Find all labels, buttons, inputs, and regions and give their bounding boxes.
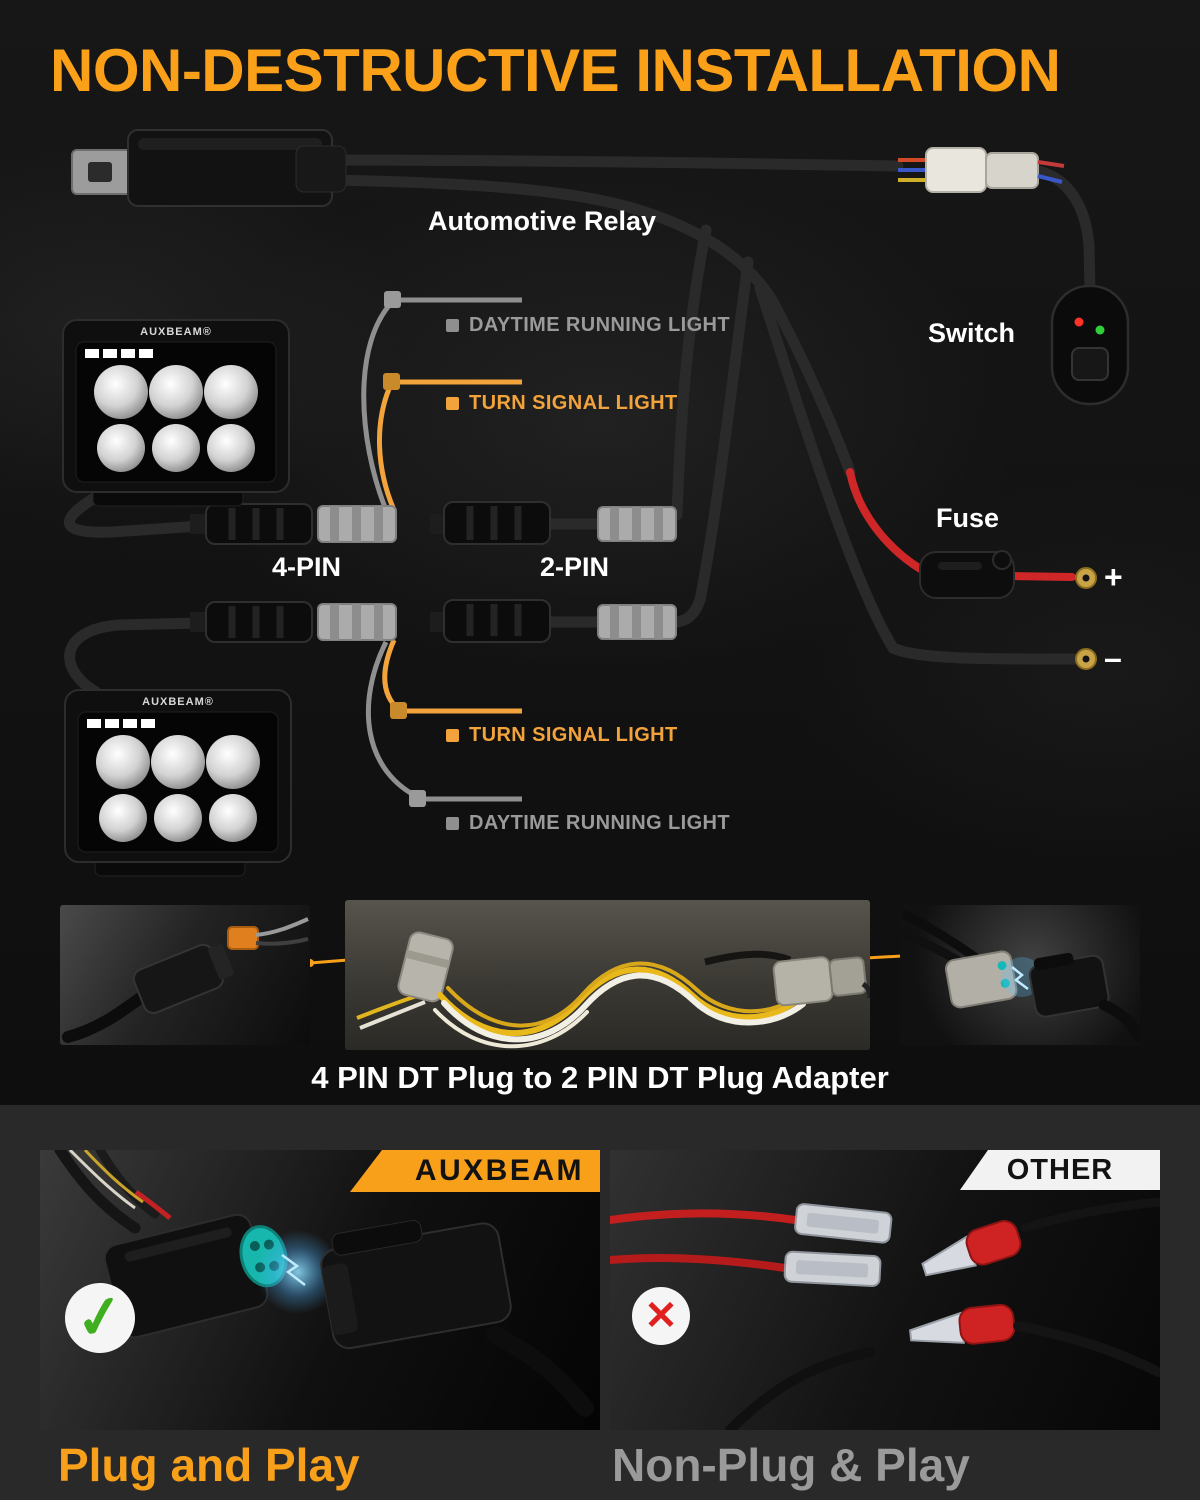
connector-4pin-gray [317, 505, 397, 543]
led-pod-1: AUXBEAM® [62, 319, 290, 507]
adapter-caption: 4 PIN DT Plug to 2 PIN DT Plug Adapter [311, 1060, 889, 1095]
turn-wire-tip [383, 373, 400, 390]
connector-4pin-gray-2 [317, 603, 397, 641]
turn-wire-bottom [382, 638, 522, 714]
negative-label: – [1104, 640, 1122, 676]
drl-label-top-text: DAYTIME RUNNING LIGHT [469, 314, 730, 336]
drl-wire-tip [384, 291, 401, 308]
plug-and-play-caption: Plug and Play [58, 1439, 360, 1491]
drl-label-top: DAYTIME RUNNING LIGHT [446, 314, 730, 337]
connector-2pin-gray-2 [597, 604, 677, 640]
adapter-photo-left [60, 905, 310, 1045]
positive-terminal-icon [1075, 567, 1097, 589]
non-plug-play-caption: Non-Plug & Play [612, 1439, 970, 1491]
pod-brand-text: AUXBEAM® [140, 326, 212, 338]
other-panel: OTHER [610, 1150, 1160, 1430]
connector-2pin-black-2 [430, 599, 551, 643]
switch-label: Switch [928, 318, 1016, 348]
relay [71, 129, 347, 207]
led-pod-2: AUXBEAM® [64, 689, 292, 877]
adapter-photo-right [900, 905, 1140, 1045]
comparison-section: AUXBEAM [0, 1105, 1200, 1500]
drl-wire-bottom [365, 640, 522, 802]
power-wire-positive [846, 468, 1076, 581]
connector-2pin-gray [597, 506, 677, 542]
connector-2pin-black [430, 501, 551, 545]
plug-and-play-photo [54, 1150, 594, 1417]
drl-label-bottom-text: DAYTIME RUNNING LIGHT [469, 812, 730, 834]
switch-button [1071, 347, 1109, 381]
switch-device [1050, 284, 1130, 406]
connector-4pin-black-2 [190, 601, 313, 643]
drl-label-bottom: DAYTIME RUNNING LIGHT [446, 812, 730, 835]
fuse-label: Fuse [936, 503, 1000, 533]
connector-4pin-black [190, 503, 313, 545]
pod-brand-text: AUXBEAM® [142, 696, 214, 708]
turn-label-top-text: TURN SIGNAL LIGHT [469, 392, 678, 414]
turn-label-top: TURN SIGNAL LIGHT [446, 392, 678, 415]
fuse-holder [919, 550, 1015, 599]
switch-led-green-icon [1095, 325, 1105, 335]
other-badge: OTHER [960, 1150, 1160, 1190]
drl-wire-top [361, 297, 522, 511]
turn-bullet-icon-2 [446, 729, 459, 742]
negative-terminal-icon [1075, 648, 1097, 670]
adapter-photo-middle [345, 900, 870, 1050]
auxbeam-panel: AUXBEAM [40, 1150, 600, 1430]
switch-led-red-icon [1074, 317, 1084, 327]
drl-bullet-icon [446, 319, 459, 332]
drl-wire-tip-2 [409, 790, 426, 807]
pin2-label: 2-PIN [540, 552, 610, 582]
page-title: NON-DESTRUCTIVE INSTALLATION [50, 37, 1061, 104]
non-plug-play-photo [610, 1197, 1160, 1430]
turn-bullet-icon [446, 397, 459, 410]
relay-label: Automotive Relay [428, 206, 657, 236]
relay-plug-connector [898, 147, 1065, 193]
auxbeam-badge: AUXBEAM [350, 1150, 600, 1192]
turn-label-bottom: TURN SIGNAL LIGHT [446, 724, 678, 747]
turn-wire-tip-2 [390, 702, 407, 719]
harness-cables [63, 154, 1096, 698]
positive-label: + [1104, 559, 1123, 595]
drl-bullet-icon-2 [446, 817, 459, 830]
pin4-label: 4-PIN [272, 552, 342, 582]
turn-label-bottom-text: TURN SIGNAL LIGHT [469, 724, 678, 746]
cross-icon: ✕ [632, 1287, 690, 1345]
